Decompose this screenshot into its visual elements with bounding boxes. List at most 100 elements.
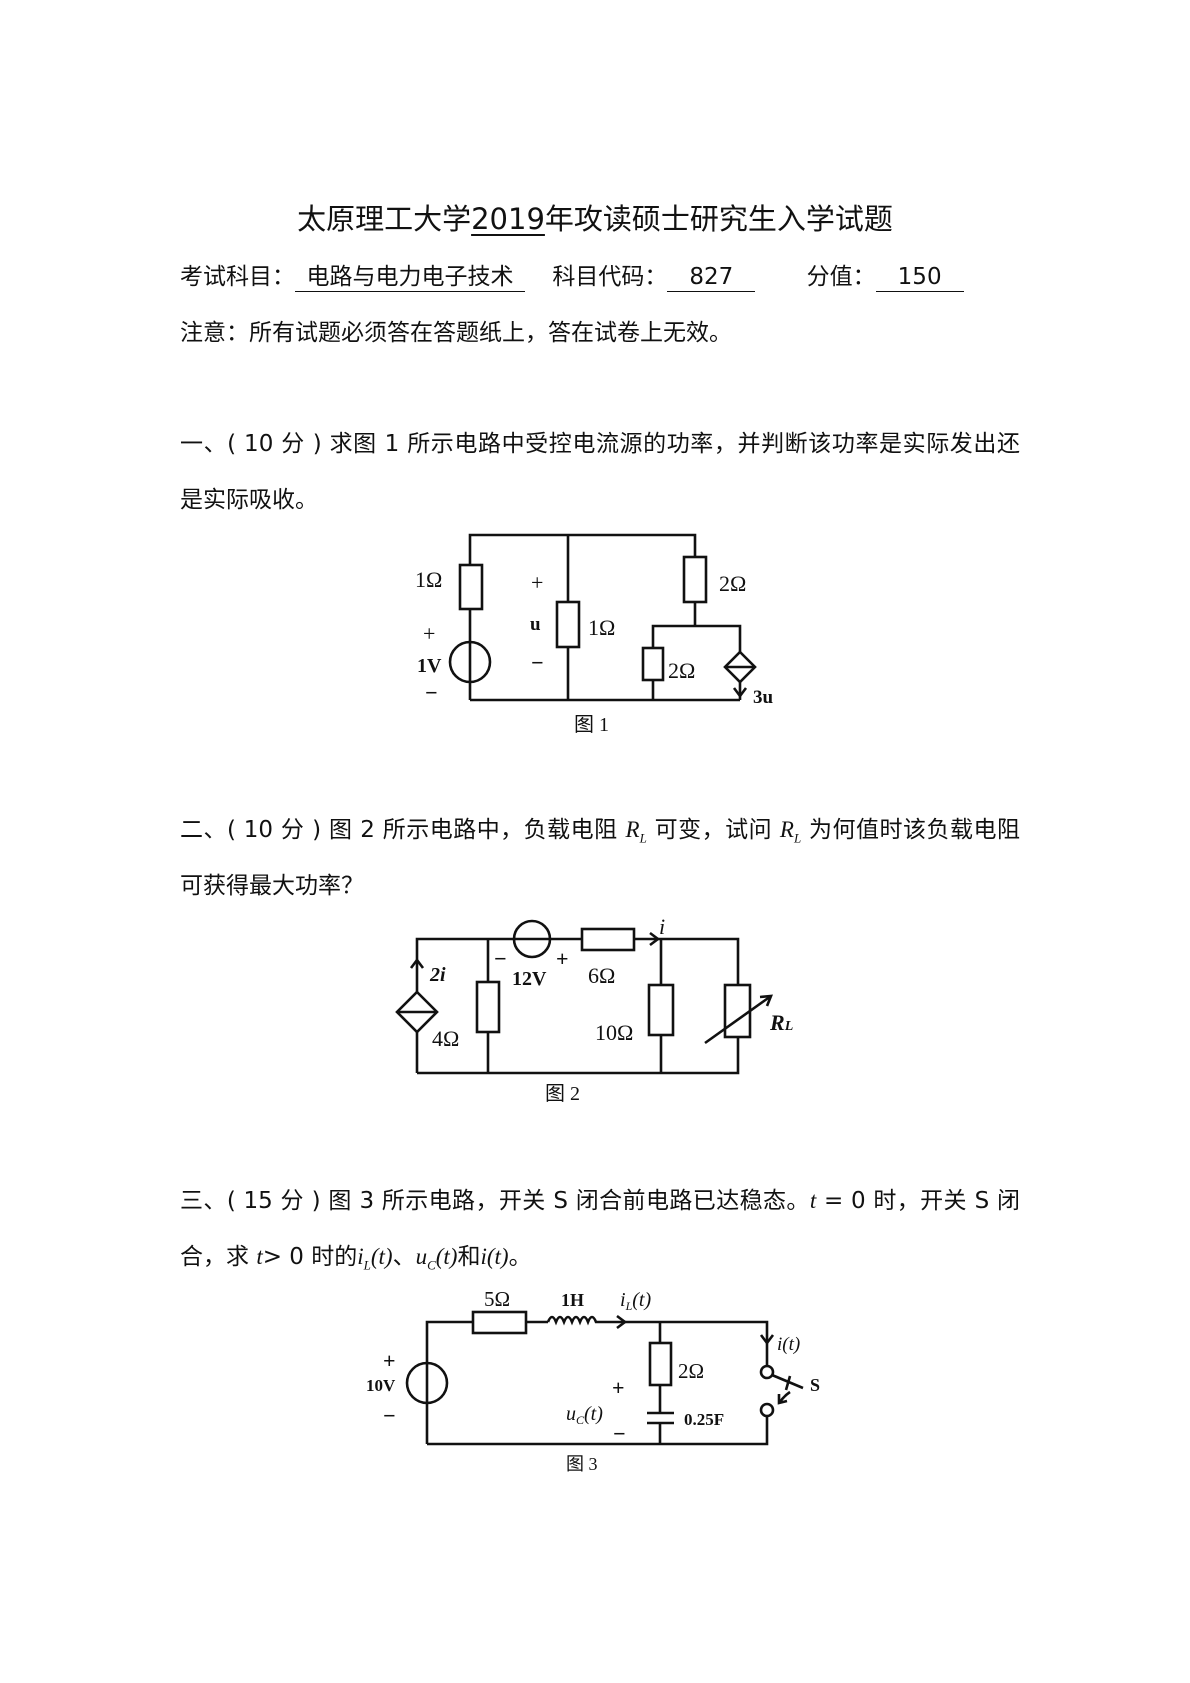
uc-arg: (t) xyxy=(435,1244,458,1269)
label-l: 1H xyxy=(561,1290,584,1310)
label-minus-src: − xyxy=(383,1403,396,1428)
label-r4: 4Ω xyxy=(432,1026,459,1051)
resistor-5ohm xyxy=(471,1310,528,1335)
label-il: iL(t) xyxy=(620,1289,651,1313)
subject-value: 电路与电力电子技术 xyxy=(295,263,525,292)
label-rl: RL xyxy=(769,1010,793,1035)
question-1-line-2: 是实际吸收。 xyxy=(180,487,318,513)
label-u: u xyxy=(530,614,541,635)
rl-sub: L xyxy=(639,830,647,846)
and-text: 和 xyxy=(457,1244,481,1270)
resistor-4ohm xyxy=(475,980,501,1034)
resistor-2ohm-bottom xyxy=(641,646,665,682)
resistor-1ohm-middle xyxy=(555,600,581,649)
inductor-icon xyxy=(546,1315,600,1326)
label-r6: 6Ω xyxy=(588,963,615,988)
resistor-1ohm-left xyxy=(458,563,484,611)
title-school: 太原理工大学 xyxy=(297,202,472,236)
t-symbol: t xyxy=(256,1244,263,1269)
figure-3-caption: 图 3 xyxy=(566,1454,598,1474)
label-it: i(t) xyxy=(777,1334,800,1355)
period: 。 xyxy=(508,1244,532,1270)
resistor-6ohm xyxy=(580,927,636,952)
q3-text-c: 合，求 xyxy=(180,1244,257,1270)
subject-label: 考试科目： xyxy=(180,264,295,290)
page-title: 太原理工大学2019年攻读硕士研究生入学试题 xyxy=(0,196,1190,238)
label-src: 10V xyxy=(366,1376,396,1395)
label-dep: 2i xyxy=(429,964,446,986)
il-symbol: iL(t) xyxy=(357,1244,393,1273)
label-r-bot: 2Ω xyxy=(668,658,695,683)
label-minus: − xyxy=(494,946,507,971)
t-symbol: t xyxy=(809,1188,817,1213)
resistor-2ohm xyxy=(648,1341,673,1387)
label-r10: 10Ω xyxy=(595,1020,633,1045)
dependent-current-source-icon xyxy=(723,650,757,699)
question-3-line-1: 三、( 15 分 ) 图 3 所示电路，开关 S 闭合前电路已达稳态。t = 0… xyxy=(180,1186,1020,1216)
rl-main: R xyxy=(779,817,794,842)
notice: 注意：所有试题必须答在答题纸上，答在试卷上无效。 xyxy=(180,320,732,346)
variable-arrow-icon xyxy=(704,994,773,1045)
score-value: 150 xyxy=(875,263,964,292)
il-main: i xyxy=(357,1244,364,1269)
rl-symbol: RL xyxy=(779,817,801,846)
label-r5: 5Ω xyxy=(484,1287,510,1311)
label-r-mid: 1Ω xyxy=(588,615,615,640)
q2-text-c: 为何值时该负载电阻 xyxy=(801,817,1021,843)
label-plus-c: + xyxy=(612,1375,625,1400)
it-symbol: i(t) xyxy=(480,1244,509,1269)
label-rl-sub: L xyxy=(784,1019,794,1034)
figure-1-caption: 图 1 xyxy=(574,714,609,736)
label-il-sub: L xyxy=(625,1299,633,1313)
code-value: 827 xyxy=(667,263,756,292)
label-il-main: i xyxy=(620,1289,626,1311)
resistor-2ohm-top xyxy=(682,555,708,604)
label-s: S xyxy=(810,1375,820,1395)
label-plus: + xyxy=(556,946,569,971)
question-1-line-1: 一、( 10 分 ) 求图 1 所示电路中受控电流源的功率，并判断该功率是实际发… xyxy=(180,431,1020,457)
capacitor-icon xyxy=(647,1411,674,1425)
label-minus-u: − xyxy=(531,650,544,675)
label-c: 0.25F xyxy=(684,1410,724,1429)
label-r-top: 2Ω xyxy=(719,571,746,596)
label-src: 1V xyxy=(417,655,442,677)
q2-text-a: 二、( 10 分 ) 图 2 所示电路中，负载电阻 xyxy=(180,817,626,843)
switch-icon xyxy=(759,1364,804,1418)
il-arg: (t) xyxy=(370,1244,393,1269)
q3-text-a: 三、( 15 分 ) 图 3 所示电路，开关 S 闭合前电路已达稳态。 xyxy=(180,1188,810,1214)
label-r1: 1Ω xyxy=(415,567,442,592)
title-year: 2019 xyxy=(471,202,545,236)
label-minus-src: − xyxy=(425,680,438,705)
label-plus-u: + xyxy=(531,570,543,595)
uc-sub: C xyxy=(427,1257,436,1273)
label-r2: 2Ω xyxy=(678,1359,704,1383)
il-sub: L xyxy=(363,1257,371,1273)
question-3-line-2: 合，求 t> 0 时的iL(t)、uC(t)和i(t)。 xyxy=(180,1242,532,1281)
label-uc-arg: (t) xyxy=(584,1403,603,1425)
label-src: 12V xyxy=(512,968,547,990)
label-i: i xyxy=(659,914,665,939)
label-uc-main: u xyxy=(566,1403,576,1425)
label-rl-main: R xyxy=(769,1010,785,1035)
separator: 、 xyxy=(392,1244,416,1270)
label-dep: 3u xyxy=(753,687,774,708)
q3-text-b: = 0 时，开关 S 闭 xyxy=(816,1188,1021,1214)
rl-sub: L xyxy=(793,830,802,846)
label-il-arg: (t) xyxy=(632,1289,651,1311)
dependent-current-source-icon xyxy=(395,990,439,1034)
question-2-line-1: 二、( 10 分 ) 图 2 所示电路中，负载电阻 RL 可变，试问 RL 为何… xyxy=(180,815,1020,854)
question-2-line-2: 可获得最大功率？ xyxy=(180,873,364,899)
label-uc: uC(t) xyxy=(566,1403,603,1427)
rl-symbol: RL xyxy=(625,817,647,846)
score-label: 分值： xyxy=(806,264,876,290)
rl-main: R xyxy=(625,817,640,842)
title-rest: 年攻读硕士研究生入学试题 xyxy=(544,202,893,236)
label-minus-c: − xyxy=(613,1421,626,1446)
code-label: 科目代码： xyxy=(552,264,668,290)
q3-text-d: > 0 时的 xyxy=(262,1244,358,1270)
uc-symbol: uC(t) xyxy=(416,1244,458,1273)
label-plus-src: + xyxy=(383,1348,396,1373)
